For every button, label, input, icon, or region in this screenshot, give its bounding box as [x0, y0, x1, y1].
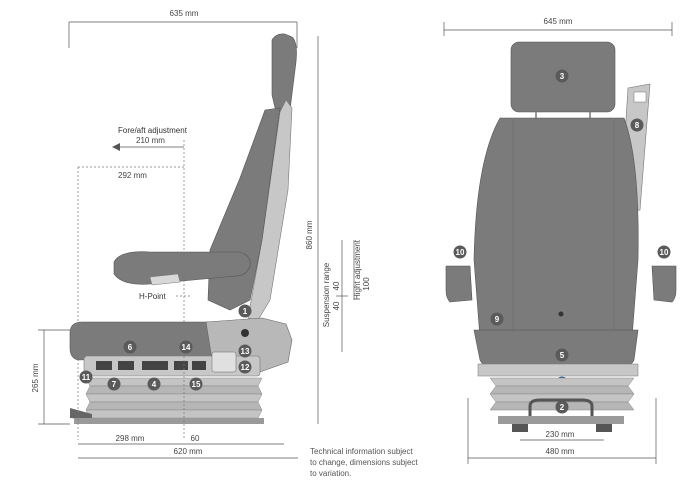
dim-645: 645 mm [544, 17, 573, 26]
svg-text:2: 2 [560, 403, 565, 412]
dim-620: 620 mm [174, 447, 203, 456]
badge-10-right: 10 [657, 245, 671, 259]
svg-text:9: 9 [495, 315, 500, 324]
note-line-3: to variation. [310, 469, 351, 478]
base-rail-side [74, 418, 264, 424]
fore-aft-lever [70, 408, 92, 420]
seat-frame-front [477, 363, 639, 377]
svg-text:8: 8 [635, 121, 640, 130]
dim-860: 860 mm [305, 220, 314, 249]
switch [142, 361, 168, 370]
hight-100: 100 [362, 277, 371, 291]
svg-text:11: 11 [82, 373, 91, 382]
switch [174, 361, 188, 370]
badge-7: 7 [107, 377, 121, 391]
svg-text:3: 3 [560, 72, 565, 81]
hight-adjustment-label: Hight adjustment [353, 239, 362, 300]
badge-9: 9 [490, 312, 504, 326]
note-line-2: to change, dimensions subject [310, 458, 418, 467]
dim-265: 265 mm [31, 363, 40, 392]
front-handle [528, 398, 594, 416]
badge-13: 13 [238, 344, 252, 358]
switch [192, 361, 206, 370]
svg-text:12: 12 [241, 363, 250, 372]
switch [118, 361, 134, 370]
badge-14: 14 [179, 340, 193, 354]
badge-5: 5 [555, 348, 569, 362]
arrow-head [112, 143, 120, 151]
svg-text:13: 13 [241, 347, 250, 356]
svg-text:5: 5 [560, 351, 565, 360]
dim-480: 480 mm [546, 447, 575, 456]
svg-text:4: 4 [152, 380, 157, 389]
note-line-1: Technical information subject [310, 447, 413, 456]
badge-6: 6 [123, 340, 137, 354]
badge-3: 3 [555, 69, 569, 83]
fore-aft-title: Fore/aft adjustment [118, 126, 188, 135]
suspension-range-label: Suspension range [322, 262, 331, 327]
svg-text:10: 10 [660, 248, 669, 257]
susp-40-top: 40 [332, 281, 341, 290]
badge-1: 1 [238, 304, 252, 318]
badge-2: 2 [555, 400, 569, 414]
susp-40-bottom: 40 [332, 301, 341, 310]
svg-text:1: 1 [243, 307, 248, 316]
dim-635: 635 mm [170, 9, 199, 18]
svg-text:14: 14 [182, 343, 191, 352]
armrest-right-front [651, 265, 677, 303]
badge-10-left: 10 [453, 245, 467, 259]
dim-230: 230 mm [546, 430, 575, 439]
svg-text:15: 15 [192, 380, 201, 389]
dim-298: 298 mm [116, 434, 145, 443]
dim-210: 210 mm [136, 136, 165, 145]
svg-text:7: 7 [112, 380, 117, 389]
badge-8: 8 [630, 118, 644, 132]
headrest-side [271, 33, 297, 113]
dim-292: 292 mm [118, 171, 147, 180]
adjust-knob [241, 329, 249, 337]
switch [96, 361, 112, 370]
base-front [498, 416, 624, 424]
dim-60: 60 [191, 434, 200, 443]
seat-front [473, 329, 639, 369]
backrest-front [473, 117, 639, 339]
armrest-side [113, 251, 251, 285]
bellows-side [85, 377, 263, 419]
badge-12: 12 [238, 360, 252, 374]
armrest-left-front [445, 265, 473, 303]
svg-text:10: 10 [456, 248, 465, 257]
svg-text:6: 6 [128, 343, 133, 352]
switch-block [211, 351, 237, 373]
h-point-label: H-Point [139, 292, 166, 301]
badge-15: 15 [189, 377, 203, 391]
armrest-handle [149, 273, 181, 286]
badge-4: 4 [147, 377, 161, 391]
badge-11: 11 [79, 370, 93, 384]
